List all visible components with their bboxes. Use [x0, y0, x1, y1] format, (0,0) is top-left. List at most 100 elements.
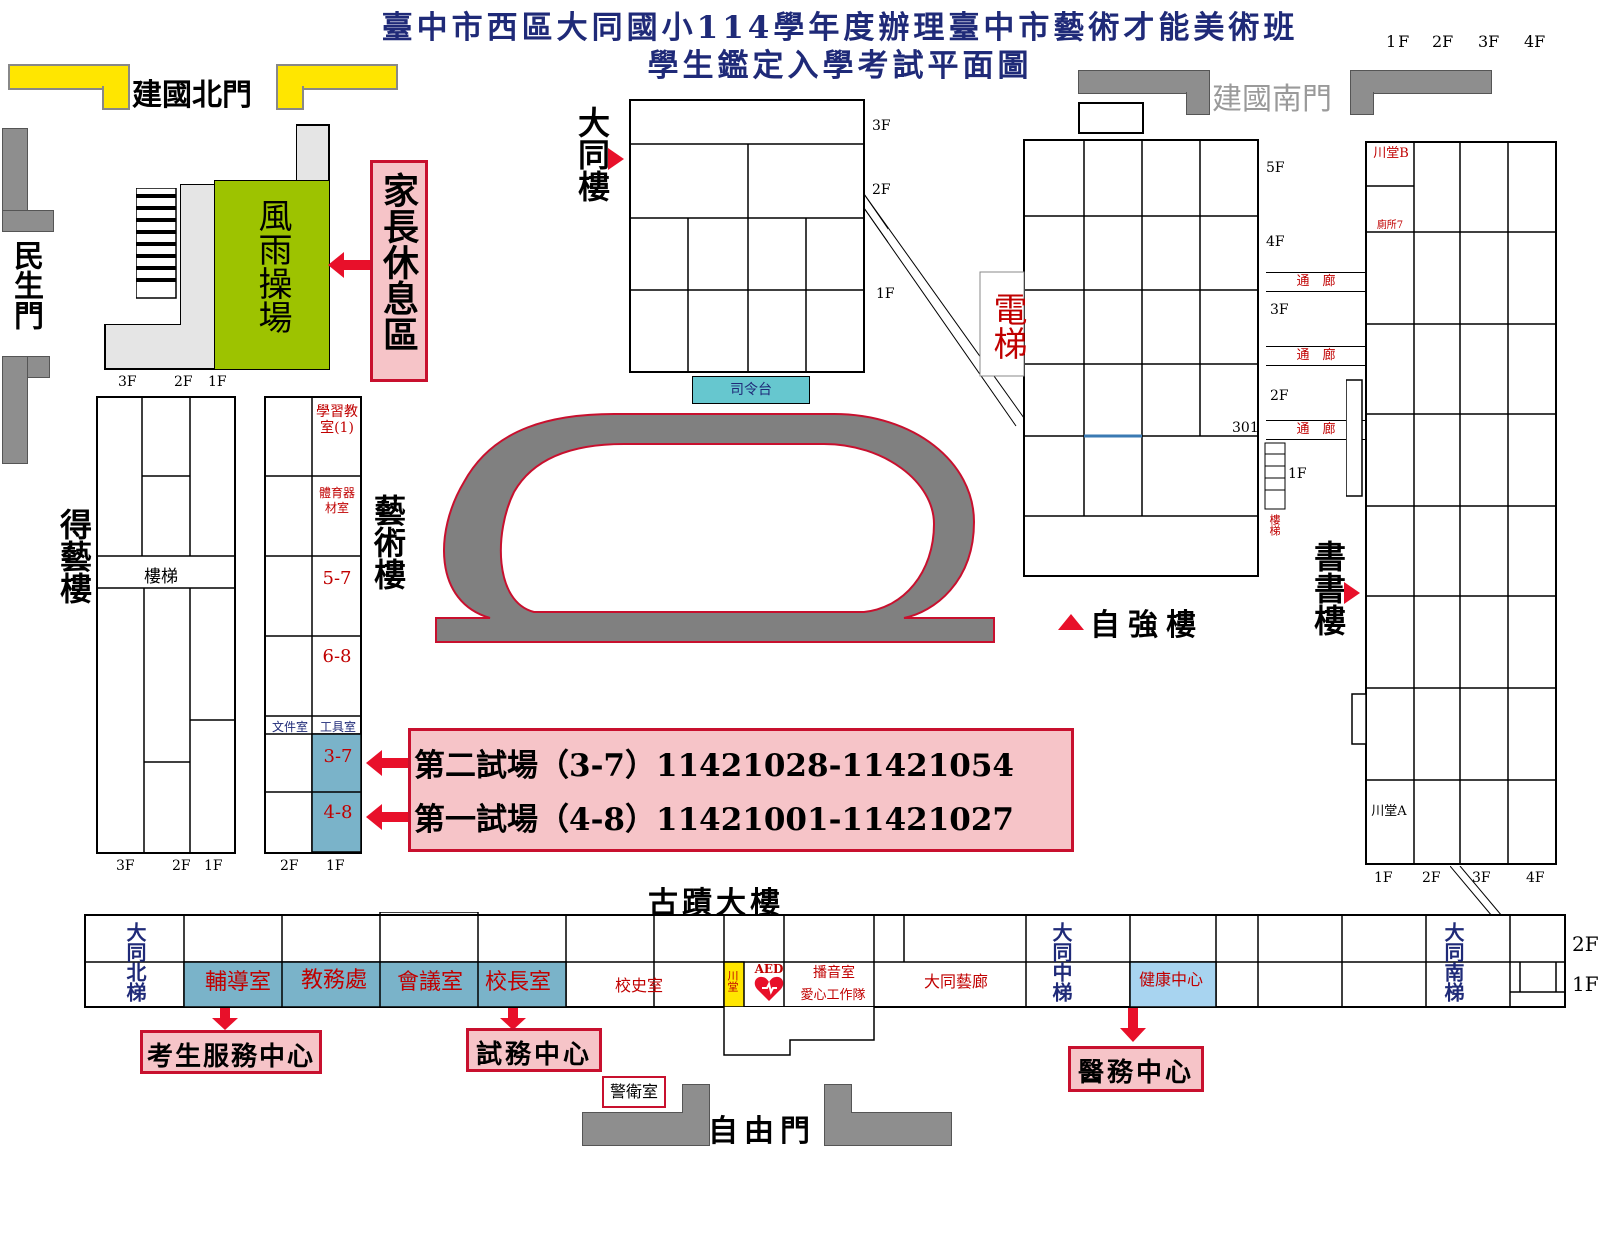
datong-3f-label: 3F	[872, 118, 891, 134]
shushu-3f-label: 3F	[1472, 870, 1491, 886]
room-5-7: 5-7	[322, 568, 352, 589]
toilet-7: 廁所7	[1376, 220, 1404, 231]
corridor-3f: 通 廊	[1266, 346, 1366, 366]
map-title-line1: 臺中市西區大同國小114學年度辦理臺中市藝術才能美術班	[381, 10, 1299, 46]
room-6-8: 6-8	[322, 646, 352, 667]
principal-office: 校長室	[484, 970, 551, 995]
shushu-building-plan	[1346, 141, 1557, 865]
arrow-left-icon	[366, 804, 408, 830]
shushu-4f-label: 4F	[1526, 870, 1545, 886]
parent-area-label: 家長休息區	[377, 172, 419, 352]
shushu-2f-label: 2F	[1422, 870, 1441, 886]
health-center: 健康中心	[1138, 970, 1203, 989]
room-301: 301	[1232, 420, 1259, 436]
north-gate-right-pillar	[276, 64, 398, 90]
arrow-down-icon	[212, 1008, 238, 1030]
freedom-gate-left-pillar	[582, 1112, 710, 1146]
north-gate-left-pillar	[8, 64, 130, 90]
triangle-up-marker-icon	[1058, 614, 1084, 630]
broadcast-room: 播音室	[813, 965, 855, 981]
yishu-building-plan	[264, 396, 362, 854]
datong-south-ladder: 大同南梯	[1441, 922, 1465, 1002]
south-gate-right-post	[1350, 92, 1374, 115]
elevator-label: 電梯	[987, 292, 1027, 360]
deyi-stairs-label: 樓梯	[144, 567, 178, 587]
map-title-line2: 學生鑑定入學考試平面圖	[647, 48, 1033, 84]
north-gate-label: 建國北門	[132, 78, 252, 113]
deyi-2f-label: 2F	[172, 858, 191, 874]
ziqiang-1f-label: 1F	[1288, 466, 1307, 482]
guard-booth-south	[1078, 102, 1144, 134]
room-3-7: 3-7	[323, 746, 353, 767]
learning-room: 學習教室(1)	[316, 404, 358, 436]
south-gate-left-post	[1186, 92, 1210, 115]
south-gate-right-pillar	[1350, 70, 1492, 94]
arrow-down-icon	[1120, 1008, 1146, 1042]
north-gate-left-post	[102, 86, 130, 110]
running-track	[435, 413, 995, 643]
floor-legend-4f: 4F	[1524, 32, 1546, 51]
ziqiang-2f-label: 2F	[1270, 388, 1289, 404]
ziqiang-5f-label: 5F	[1266, 160, 1285, 176]
yishu-2f-label: 2F	[280, 858, 299, 874]
aed-label: AED	[754, 962, 784, 976]
freedom-gate-right-post	[824, 1084, 852, 1113]
ziqiang-3f-label: 3F	[1270, 302, 1289, 318]
datong-north-ladder: 大同北梯	[123, 922, 147, 1002]
north-gate-right-post	[276, 86, 304, 110]
rain-playground-label: 風雨操場	[252, 198, 292, 334]
floor-legend-1f: 1F	[1386, 32, 1412, 51]
floor-legend-2f: 2F	[1432, 32, 1454, 51]
chuantang-small: 川堂	[726, 970, 739, 992]
stairs-icon	[136, 188, 177, 299]
floor-legend-3f: 3F	[1478, 32, 1500, 51]
ziqiang-stairs-label: 樓梯	[1268, 514, 1281, 536]
meeting-room: 會議室	[396, 970, 463, 995]
aed-heart-icon	[754, 976, 784, 1001]
parent-area-box	[370, 160, 428, 382]
datong-middle-ladder: 大同中梯	[1049, 922, 1073, 1002]
deyi-building-plan	[96, 396, 236, 854]
rain-1f-label: 1F	[208, 374, 227, 390]
south-gate-label: 建國南門	[1212, 82, 1332, 117]
rain-2f-label: 2F	[174, 374, 193, 390]
candidate-service-center: 考生服務中心	[146, 1042, 315, 1072]
guard-room: 警衛室	[602, 1076, 666, 1108]
candidate-service-box	[140, 1030, 322, 1074]
deyi-building-label: 得藝樓	[55, 508, 93, 604]
south-gate-left-pillar	[1078, 70, 1210, 94]
volunteer-team: 愛心工作隊	[800, 988, 866, 1003]
datong-building-label: 大同樓	[573, 106, 611, 202]
rain-playground-green	[214, 180, 330, 370]
yishu-building-label: 藝術樓	[369, 494, 407, 590]
ziqiang-4f-label: 4F	[1266, 234, 1285, 250]
corridor-2f: 通 廊	[1266, 420, 1366, 440]
exam-room-1-label: 第一試場（4-8）11421001-11421027	[414, 802, 1014, 838]
datong-gallery: 大同藝廊	[923, 972, 988, 991]
shushu-walkway-lines	[1450, 866, 1503, 917]
datong-2f-label: 2F	[872, 182, 891, 198]
datong-walkway-lines	[864, 194, 1025, 427]
guji-2f-label: 2F	[1572, 932, 1599, 956]
west-gate-upper-foot	[2, 210, 54, 232]
corridor-4f: 通 廊	[1266, 272, 1366, 292]
shushu-building-label: 書書樓	[1309, 540, 1347, 636]
shushu-1f-label: 1F	[1374, 870, 1393, 886]
academic-office: 教務處	[300, 968, 367, 993]
west-gate-lower-post	[2, 356, 28, 464]
triangle-marker-icon	[1344, 582, 1360, 604]
arrow-down-icon	[500, 1008, 526, 1030]
freedom-gate-left-post	[682, 1084, 710, 1113]
guji-building-plan	[84, 912, 1566, 1056]
exam-affairs-box	[466, 1028, 602, 1072]
triangle-marker-icon	[608, 148, 624, 170]
yishu-1f-label: 1F	[326, 858, 345, 874]
medical-center: 醫務中心	[1077, 1058, 1194, 1088]
west-gate-label: 民生門	[8, 240, 43, 330]
arrow-left-icon	[366, 750, 408, 776]
deyi-3f-label: 3F	[116, 858, 135, 874]
arrow-left-icon	[328, 252, 370, 278]
ziqiang-building-label: 自強樓	[1090, 608, 1204, 643]
counseling-room: 輔導室	[204, 970, 271, 995]
chuantang-b: 川堂B	[1373, 146, 1409, 161]
